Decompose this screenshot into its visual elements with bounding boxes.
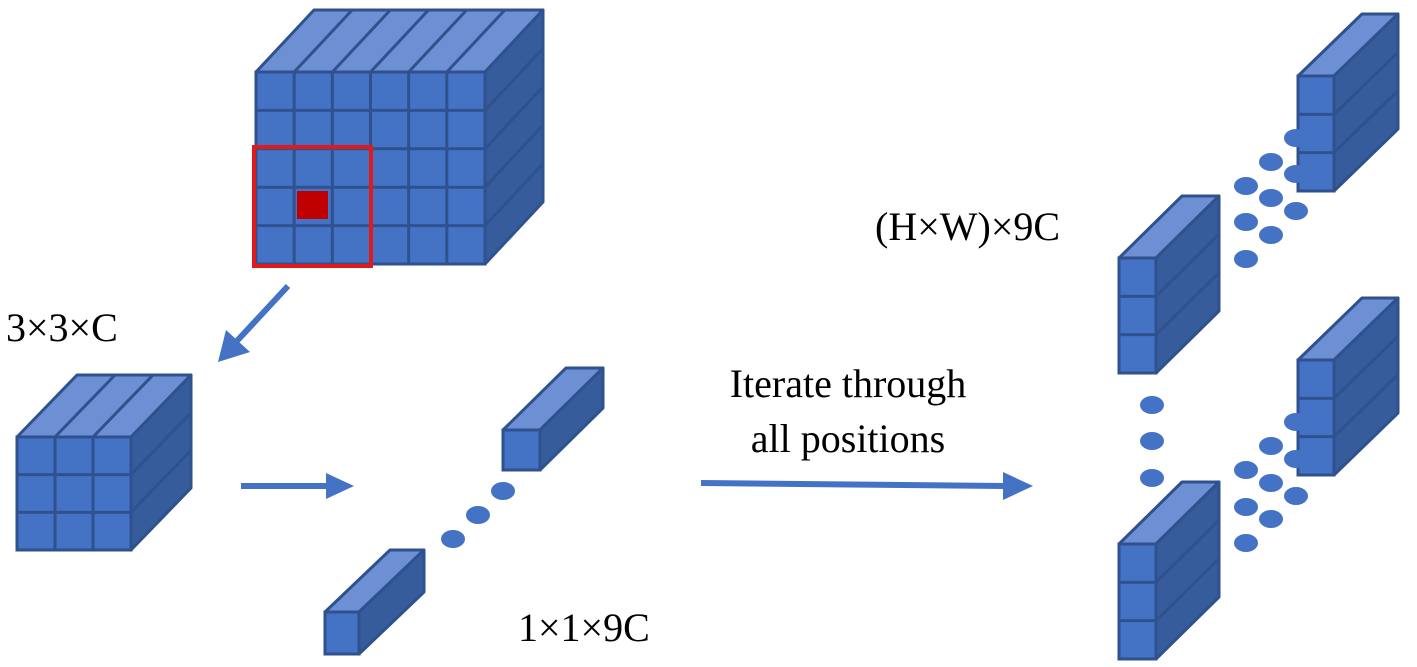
extract-arrow	[218, 283, 291, 362]
kernel-size-label: 3×3×C	[6, 305, 118, 350]
ellipsis-dot	[1140, 432, 1164, 450]
output-vector-bottom-left-front-face	[1117, 542, 1158, 661]
patch-cube-top-col-line	[53, 373, 117, 439]
output-vector-top-left-side-row-line	[1154, 271, 1221, 336]
patch-cube-side-row-line	[129, 411, 193, 476]
patch-cube-front-face	[15, 435, 133, 552]
iterate-label-line1: Iterate through	[730, 361, 967, 406]
output-vector-bottom-right-side-row-line	[1332, 373, 1400, 438]
arrow-head	[326, 473, 354, 499]
input-feature-map	[254, 8, 545, 266]
ellipsis-dot	[1284, 487, 1308, 505]
iterate-label-line2: all positions	[751, 416, 945, 461]
vector-size-label: 1×1×9C	[518, 605, 650, 650]
arrow-head	[1003, 472, 1033, 500]
ellipsis-dot	[1284, 413, 1308, 431]
arrow-shaft	[233, 283, 291, 345]
output-vector-top-right-side-row-line	[1332, 51, 1400, 116]
vector-rod-top-front-face	[501, 428, 542, 472]
feature-map-side-row-line	[483, 162, 545, 227]
ellipsis-dot	[1234, 534, 1258, 552]
feature-map-side-row-line	[483, 85, 545, 150]
ellipsis-dot	[1234, 213, 1258, 231]
ellipsis-dot	[1259, 226, 1283, 244]
kernel-window-highlight	[252, 145, 373, 268]
ellipsis-dot	[1234, 461, 1258, 479]
flattened-vector	[323, 366, 605, 656]
ellipsis-dot	[1234, 250, 1258, 268]
output-vectors	[1117, 12, 1400, 661]
feature-map-side-row-line	[483, 47, 545, 112]
feature-map-top-col-line	[369, 8, 430, 74]
output-size-label: (H×W)×9C	[875, 204, 1060, 249]
arrow-head	[218, 330, 250, 362]
output-vector-top-left-front-face	[1117, 256, 1158, 375]
output-vector-top-right-side-row-line	[1332, 89, 1400, 154]
ellipsis-dot	[1140, 396, 1164, 414]
ellipsis-dot	[1284, 450, 1308, 468]
flatten-arrow	[241, 473, 354, 499]
output-vector-bottom-right-side-row-line	[1332, 335, 1400, 400]
ellipsis-dot	[1234, 498, 1258, 516]
feature-map-top-col-line	[445, 8, 506, 74]
output-vector-bottom-left-side-row-line	[1154, 557, 1221, 622]
ellipsis-dot	[1140, 469, 1164, 487]
ellipsis-dot	[1284, 129, 1308, 147]
center-position-cell	[297, 191, 328, 219]
arrow-shaft	[700, 480, 1006, 489]
iterate-arrow	[700, 472, 1033, 500]
ellipsis-dot	[1259, 474, 1283, 492]
ellipsis-dot	[1259, 153, 1283, 171]
ellipsis-dot	[466, 506, 490, 524]
ellipsis-dot	[491, 482, 515, 500]
feature-map-top-col-line	[331, 8, 392, 74]
patch-cube-side-row-line	[129, 449, 193, 514]
kernel-patch-cube	[15, 373, 193, 552]
ellipsis-dot	[441, 530, 465, 548]
feature-map-top-col-line	[293, 8, 354, 74]
ellipsis-dot	[1259, 189, 1283, 207]
feature-map-top-col-line	[407, 8, 468, 74]
patch-cube-top-col-line	[91, 373, 155, 439]
ellipsis-dot	[1259, 510, 1283, 528]
feature-map-side-row-line	[483, 124, 545, 189]
ellipsis-dot	[1284, 165, 1308, 183]
output-vector-top-left-side-row-line	[1154, 233, 1221, 298]
ellipsis-dot	[1234, 177, 1258, 195]
vector-rod-bottom-front-face	[323, 610, 361, 656]
ellipsis-dot	[1284, 202, 1308, 220]
ellipsis-dot	[1259, 437, 1283, 455]
output-vector-bottom-left-side-row-line	[1154, 519, 1221, 584]
